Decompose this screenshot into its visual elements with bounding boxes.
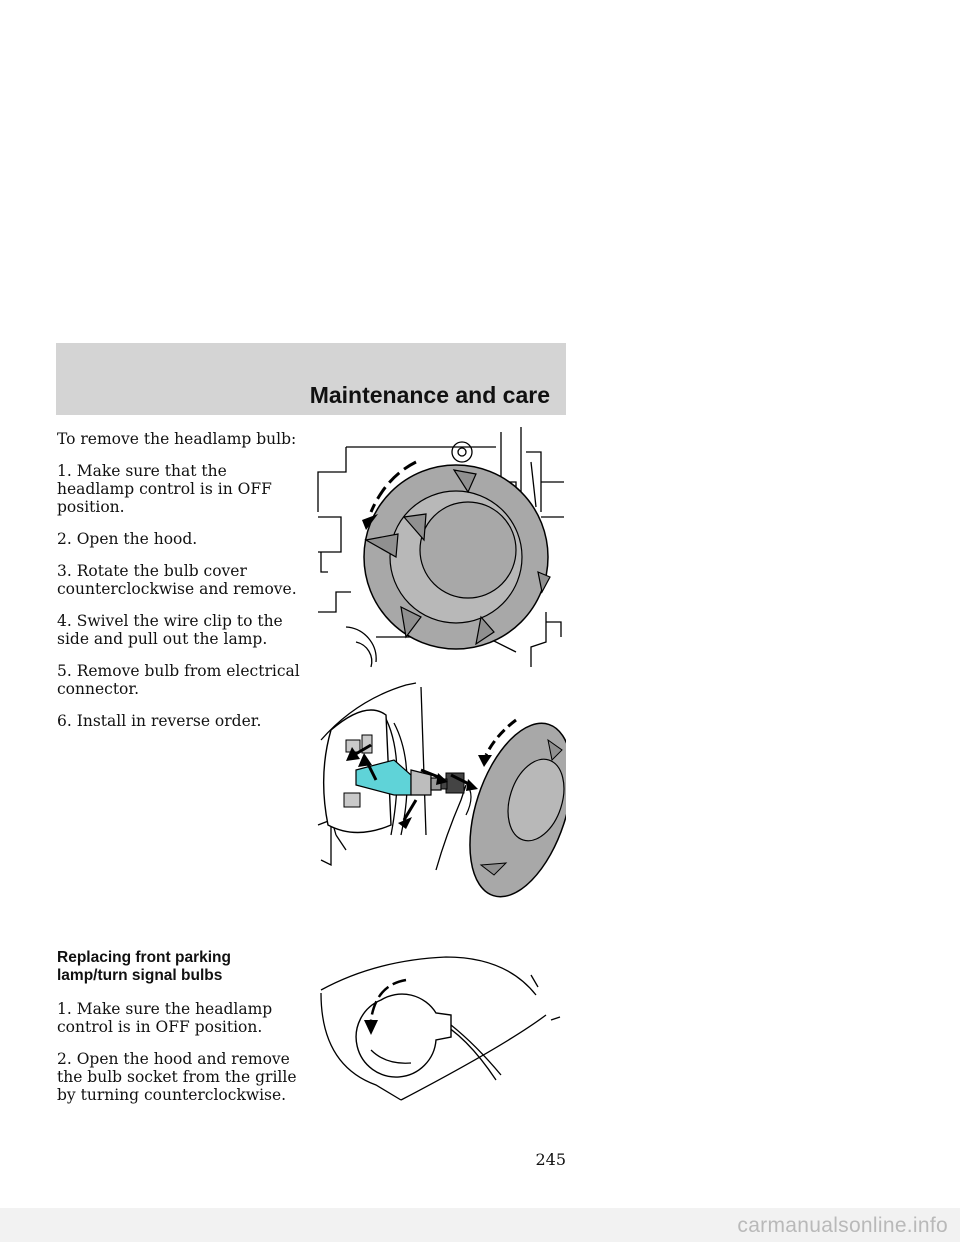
watermark-band: carmanualsonline.info [0,1208,960,1242]
headlamp-step-3: 3. Rotate the bulb cover counterclockwis… [57,562,297,598]
headlamp-step-4: 4. Swivel the wire clip to the side and … [57,612,283,648]
parking-socket-illustration [320,956,561,1101]
headlamp-step-1: 1. Make sure that the headlamp control i… [57,462,272,516]
headlamp-step-6: 6. Install in reverse order. [57,712,262,730]
parking-step-2: 2. Open the hood and remove the bulb soc… [57,1050,297,1104]
bulb-cover-illustration [317,427,564,668]
watermark-text: carmanualsonline.info [737,1214,948,1237]
page-number: 245 [535,1150,566,1169]
parking-step-1: 1. Make sure the headlamp control is in … [57,1000,273,1036]
section-title: Maintenance and care [309,382,550,408]
parking-steps: 1. Make sure the headlamp control is in … [57,1000,302,1118]
section-header-band: Maintenance and care [56,343,566,415]
headlamp-steps: 1. Make sure that the headlamp control i… [57,462,302,744]
parking-lamp-heading: Replacing front parking lamp/turn signal… [57,949,231,984]
headlamp-intro: To remove the headlamp bulb: [57,430,297,448]
headlamp-step-5: 5. Remove bulb from electrical connector… [57,662,300,698]
bulb-removal-illustration [317,682,566,898]
headlamp-step-2: 2. Open the hood. [57,530,198,548]
